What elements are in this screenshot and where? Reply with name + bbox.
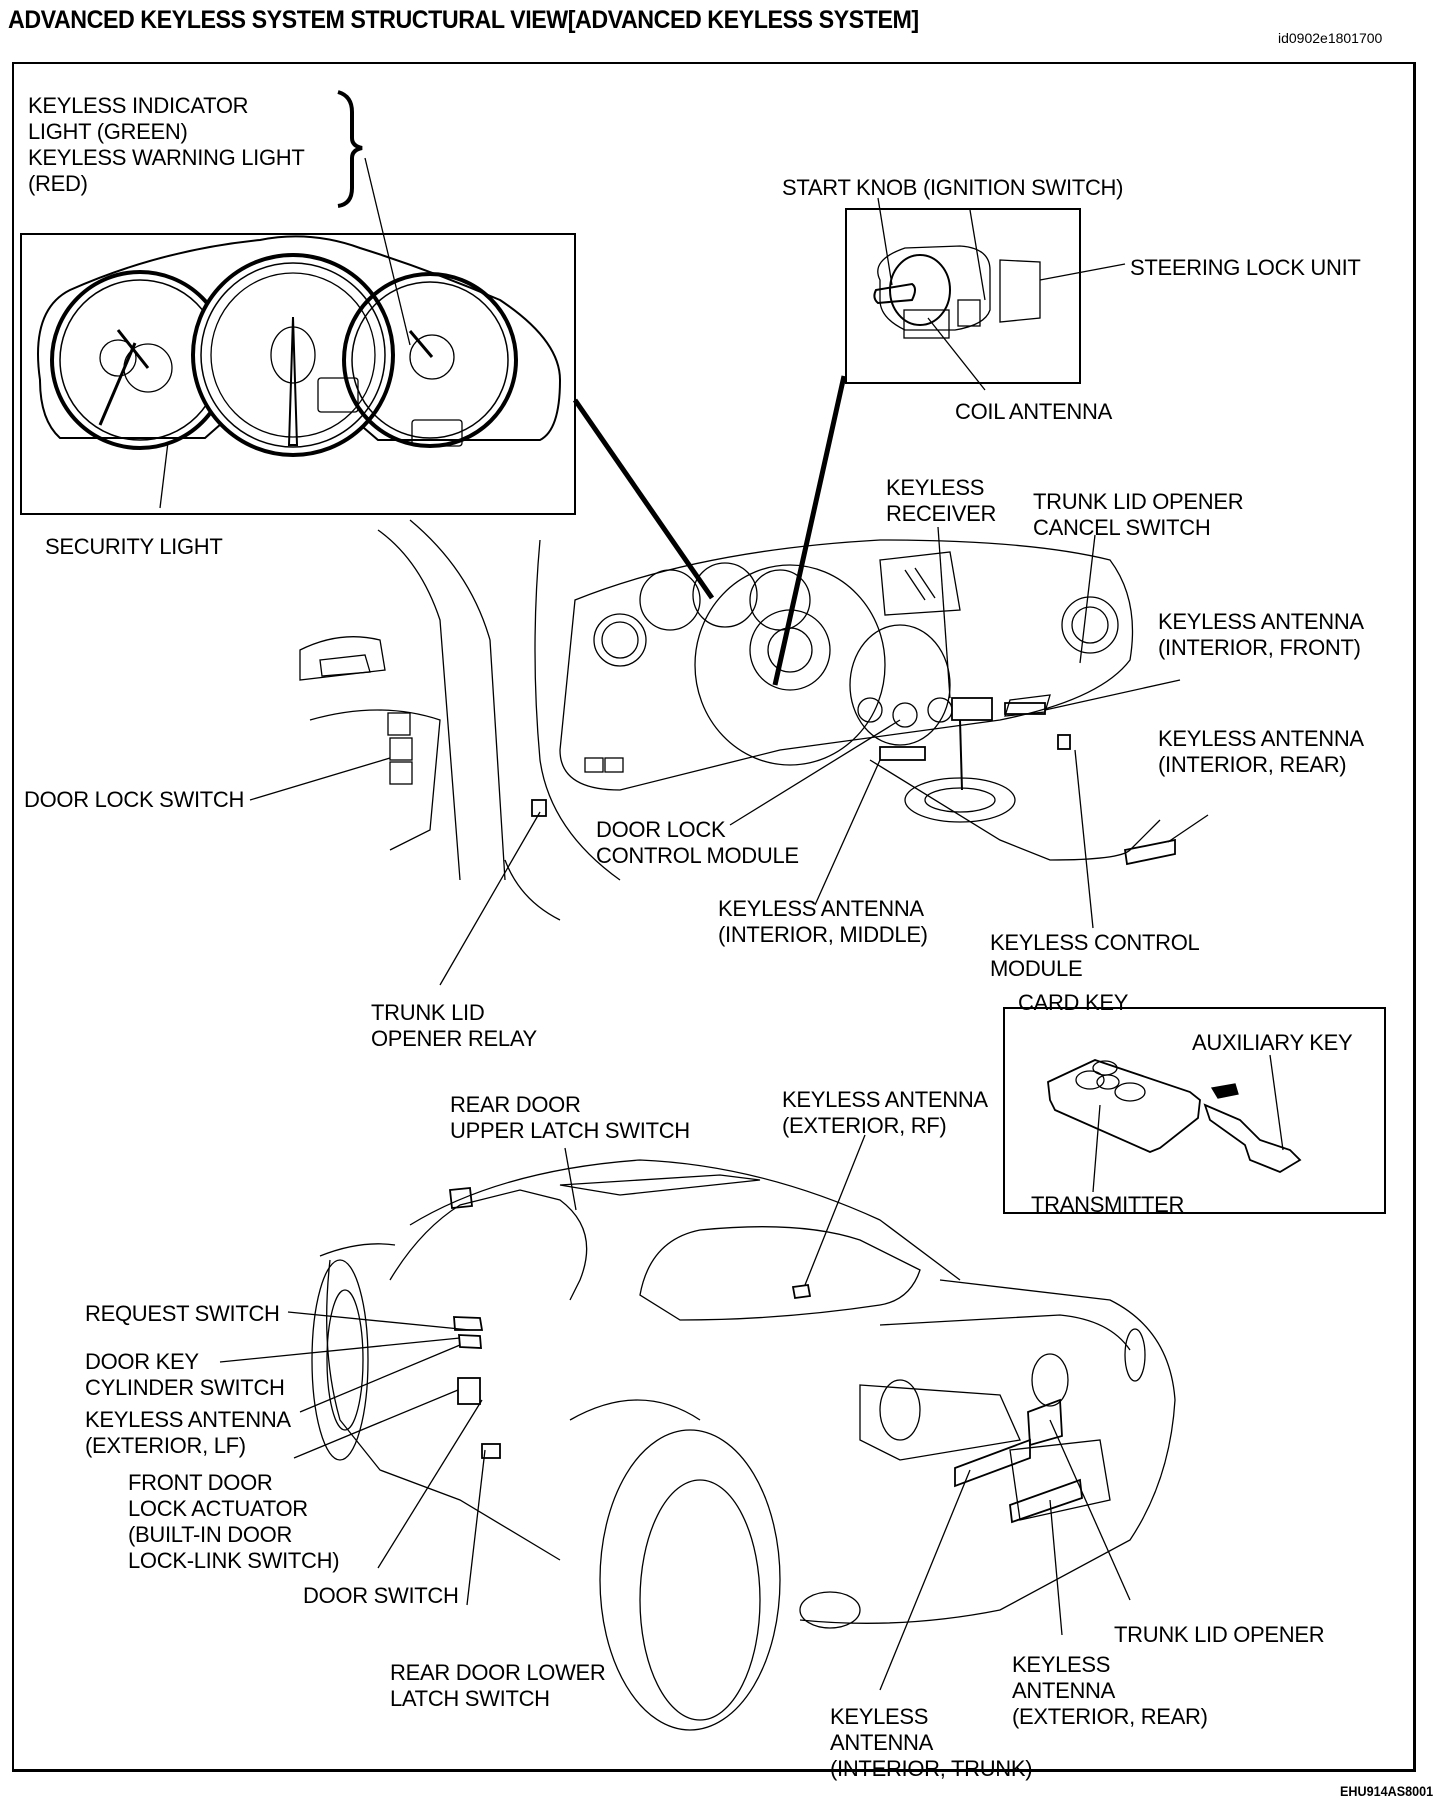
callout-rear-door-lower-latch-switch: REAR DOOR LOWER LATCH SWITCH	[390, 1660, 606, 1711]
callout-keyless-antenna-exterior-rf: KEYLESS ANTENNA (EXTERIOR, RF)	[782, 1087, 988, 1138]
callout-door-switch: DOOR SWITCH	[303, 1583, 459, 1608]
callout-start-knob: START KNOB (IGNITION SWITCH)	[782, 175, 1124, 200]
callout-front-door-lock-actuator: FRONT DOOR LOCK ACTUATOR (BUILT-IN DOOR …	[128, 1470, 340, 1573]
callout-door-lock-switch: DOOR LOCK SWITCH	[24, 787, 245, 812]
callout-keyless-control-module: KEYLESS CONTROL MODULE	[990, 930, 1200, 981]
diagram-frame	[12, 62, 1416, 1772]
callout-steering-lock-unit: STEERING LOCK UNIT	[1130, 255, 1361, 280]
callout-keyless-indicator-light: KEYLESS INDICATOR LIGHT (GREEN) KEYLESS …	[28, 93, 305, 196]
callout-keyless-antenna-interior-rear: KEYLESS ANTENNA (INTERIOR, REAR)	[1158, 726, 1364, 777]
callout-request-switch: REQUEST SWITCH	[85, 1301, 280, 1326]
callout-trunk-lid-opener-relay: TRUNK LID OPENER RELAY	[371, 1000, 537, 1051]
callout-keyless-antenna-interior-front: KEYLESS ANTENNA (INTERIOR, FRONT)	[1158, 609, 1364, 660]
card-key-inset	[1003, 1007, 1386, 1214]
callout-rear-door-upper-latch-switch: REAR DOOR UPPER LATCH SWITCH	[450, 1092, 690, 1143]
callout-trunk-lid-opener: TRUNK LID OPENER	[1114, 1622, 1325, 1647]
callout-keyless-receiver: KEYLESS RECEIVER	[886, 475, 997, 526]
callout-keyless-antenna-exterior-lf: KEYLESS ANTENNA (EXTERIOR, LF)	[85, 1407, 291, 1458]
page-title: ADVANCED KEYLESS SYSTEM STRUCTURAL VIEW[…	[8, 6, 919, 34]
callout-door-key-cylinder-switch: DOOR KEY CYLINDER SWITCH	[85, 1349, 285, 1400]
callout-trunk-lid-opener-cancel-switch: TRUNK LID OPENER CANCEL SWITCH	[1033, 489, 1244, 540]
instrument-cluster-inset	[20, 233, 576, 515]
card-key-title: CARD KEY	[1018, 990, 1129, 1015]
document-id: id0902e1801700	[1278, 30, 1383, 46]
callout-keyless-antenna-interior-trunk: KEYLESS ANTENNA (INTERIOR, TRUNK)	[830, 1704, 1033, 1781]
callout-keyless-antenna-exterior-rear: KEYLESS ANTENNA (EXTERIOR, REAR)	[1012, 1652, 1208, 1729]
figure-id: EHU914AS8001	[1340, 1783, 1434, 1799]
callout-coil-antenna: COIL ANTENNA	[955, 399, 1112, 424]
interior-dashboard-illustration	[249, 519, 1209, 986]
callout-auxiliary-key: AUXILIARY KEY	[1192, 1030, 1353, 1055]
exterior-car-illustration	[219, 1134, 1176, 1731]
callout-security-light: SECURITY LIGHT	[45, 534, 223, 559]
instrument-cluster-illustration	[37, 90, 562, 509]
ignition-switch-inset	[845, 208, 1081, 384]
callout-transmitter: TRANSMITTER	[1031, 1192, 1185, 1217]
callout-keyless-antenna-interior-middle: KEYLESS ANTENNA (INTERIOR, MIDDLE)	[718, 896, 928, 947]
callout-door-lock-control-module: DOOR LOCK CONTROL MODULE	[596, 817, 799, 868]
card-key-illustration	[1047, 1054, 1302, 1193]
